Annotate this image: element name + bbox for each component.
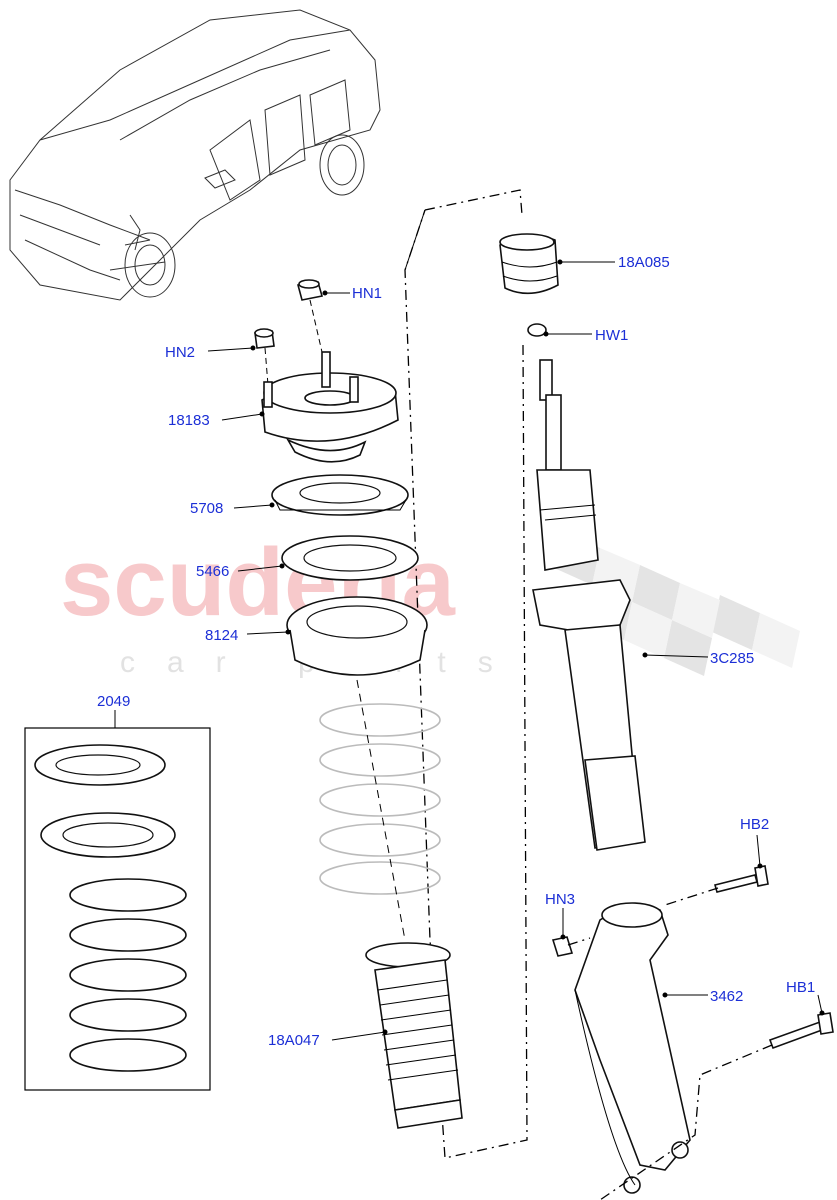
kit-spring-seat <box>34 744 166 786</box>
callout-5708[interactable]: 5708 <box>190 500 223 517</box>
nut-hn1 <box>296 279 324 301</box>
washer <box>527 323 547 337</box>
kit-coil-spring <box>69 878 187 1072</box>
assembly-boundary-edge <box>404 209 426 271</box>
callout-18a085[interactable]: 18A085 <box>618 254 670 271</box>
isolator <box>281 535 419 581</box>
callout-18183[interactable]: 18183 <box>168 412 210 429</box>
callout-8124[interactable]: 8124 <box>205 627 238 644</box>
leader-lines <box>207 259 825 1041</box>
callout-hn2[interactable]: HN2 <box>165 344 195 361</box>
callout-hw1[interactable]: HW1 <box>595 327 628 344</box>
knuckle <box>574 902 691 1194</box>
callout-3c285[interactable]: 3C285 <box>710 650 754 667</box>
bearing <box>286 596 428 676</box>
vehicle-outline <box>9 9 381 301</box>
callout-2049[interactable]: 2049 <box>97 693 130 710</box>
bump-stop <box>499 233 559 337</box>
nut-hn2 <box>254 328 275 349</box>
nut-hn3 <box>551 936 574 957</box>
callout-18a047[interactable]: 18A047 <box>268 1032 320 1049</box>
coil-spring-ghost <box>319 703 441 895</box>
strut <box>532 359 646 851</box>
spring-seat-upper <box>271 474 409 516</box>
bolt-hb1 <box>768 1012 834 1050</box>
callout-hb1[interactable]: HB1 <box>786 979 815 996</box>
callout-5466[interactable]: 5466 <box>196 563 229 580</box>
callout-hn1[interactable]: HN1 <box>352 285 382 302</box>
dust-boot <box>365 942 463 1129</box>
callout-hb2[interactable]: HB2 <box>740 816 769 833</box>
kit-isolator <box>40 812 176 858</box>
bolt-hb2 <box>714 865 769 893</box>
top-mount <box>261 351 399 463</box>
callout-3462[interactable]: 3462 <box>710 988 743 1005</box>
assembly-boundary <box>404 189 528 1159</box>
kit-box <box>24 727 211 1091</box>
callout-hn3[interactable]: HN3 <box>545 891 575 908</box>
